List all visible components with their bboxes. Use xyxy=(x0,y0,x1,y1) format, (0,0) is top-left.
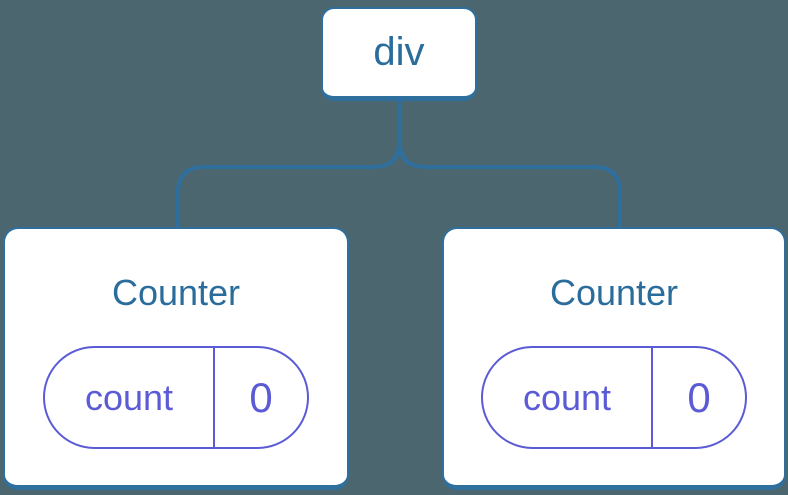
counter-title: Counter xyxy=(111,272,241,313)
counter-card-left: Counter count 0 xyxy=(3,227,349,490)
state-value: 0 xyxy=(687,373,711,421)
root-node-label: div xyxy=(373,30,425,74)
counter-title: Counter xyxy=(549,272,679,313)
state-pill: count 0 xyxy=(481,346,747,449)
state-key-label: count xyxy=(483,348,653,447)
counter-card-right: Counter count 0 xyxy=(442,227,786,490)
connector-right-branch xyxy=(397,97,622,231)
root-node-div: div xyxy=(321,7,477,101)
connector-left-branch xyxy=(176,97,402,231)
state-value: 0 xyxy=(249,373,273,421)
state-key-label: count xyxy=(45,348,215,447)
state-pill: count 0 xyxy=(43,346,309,449)
